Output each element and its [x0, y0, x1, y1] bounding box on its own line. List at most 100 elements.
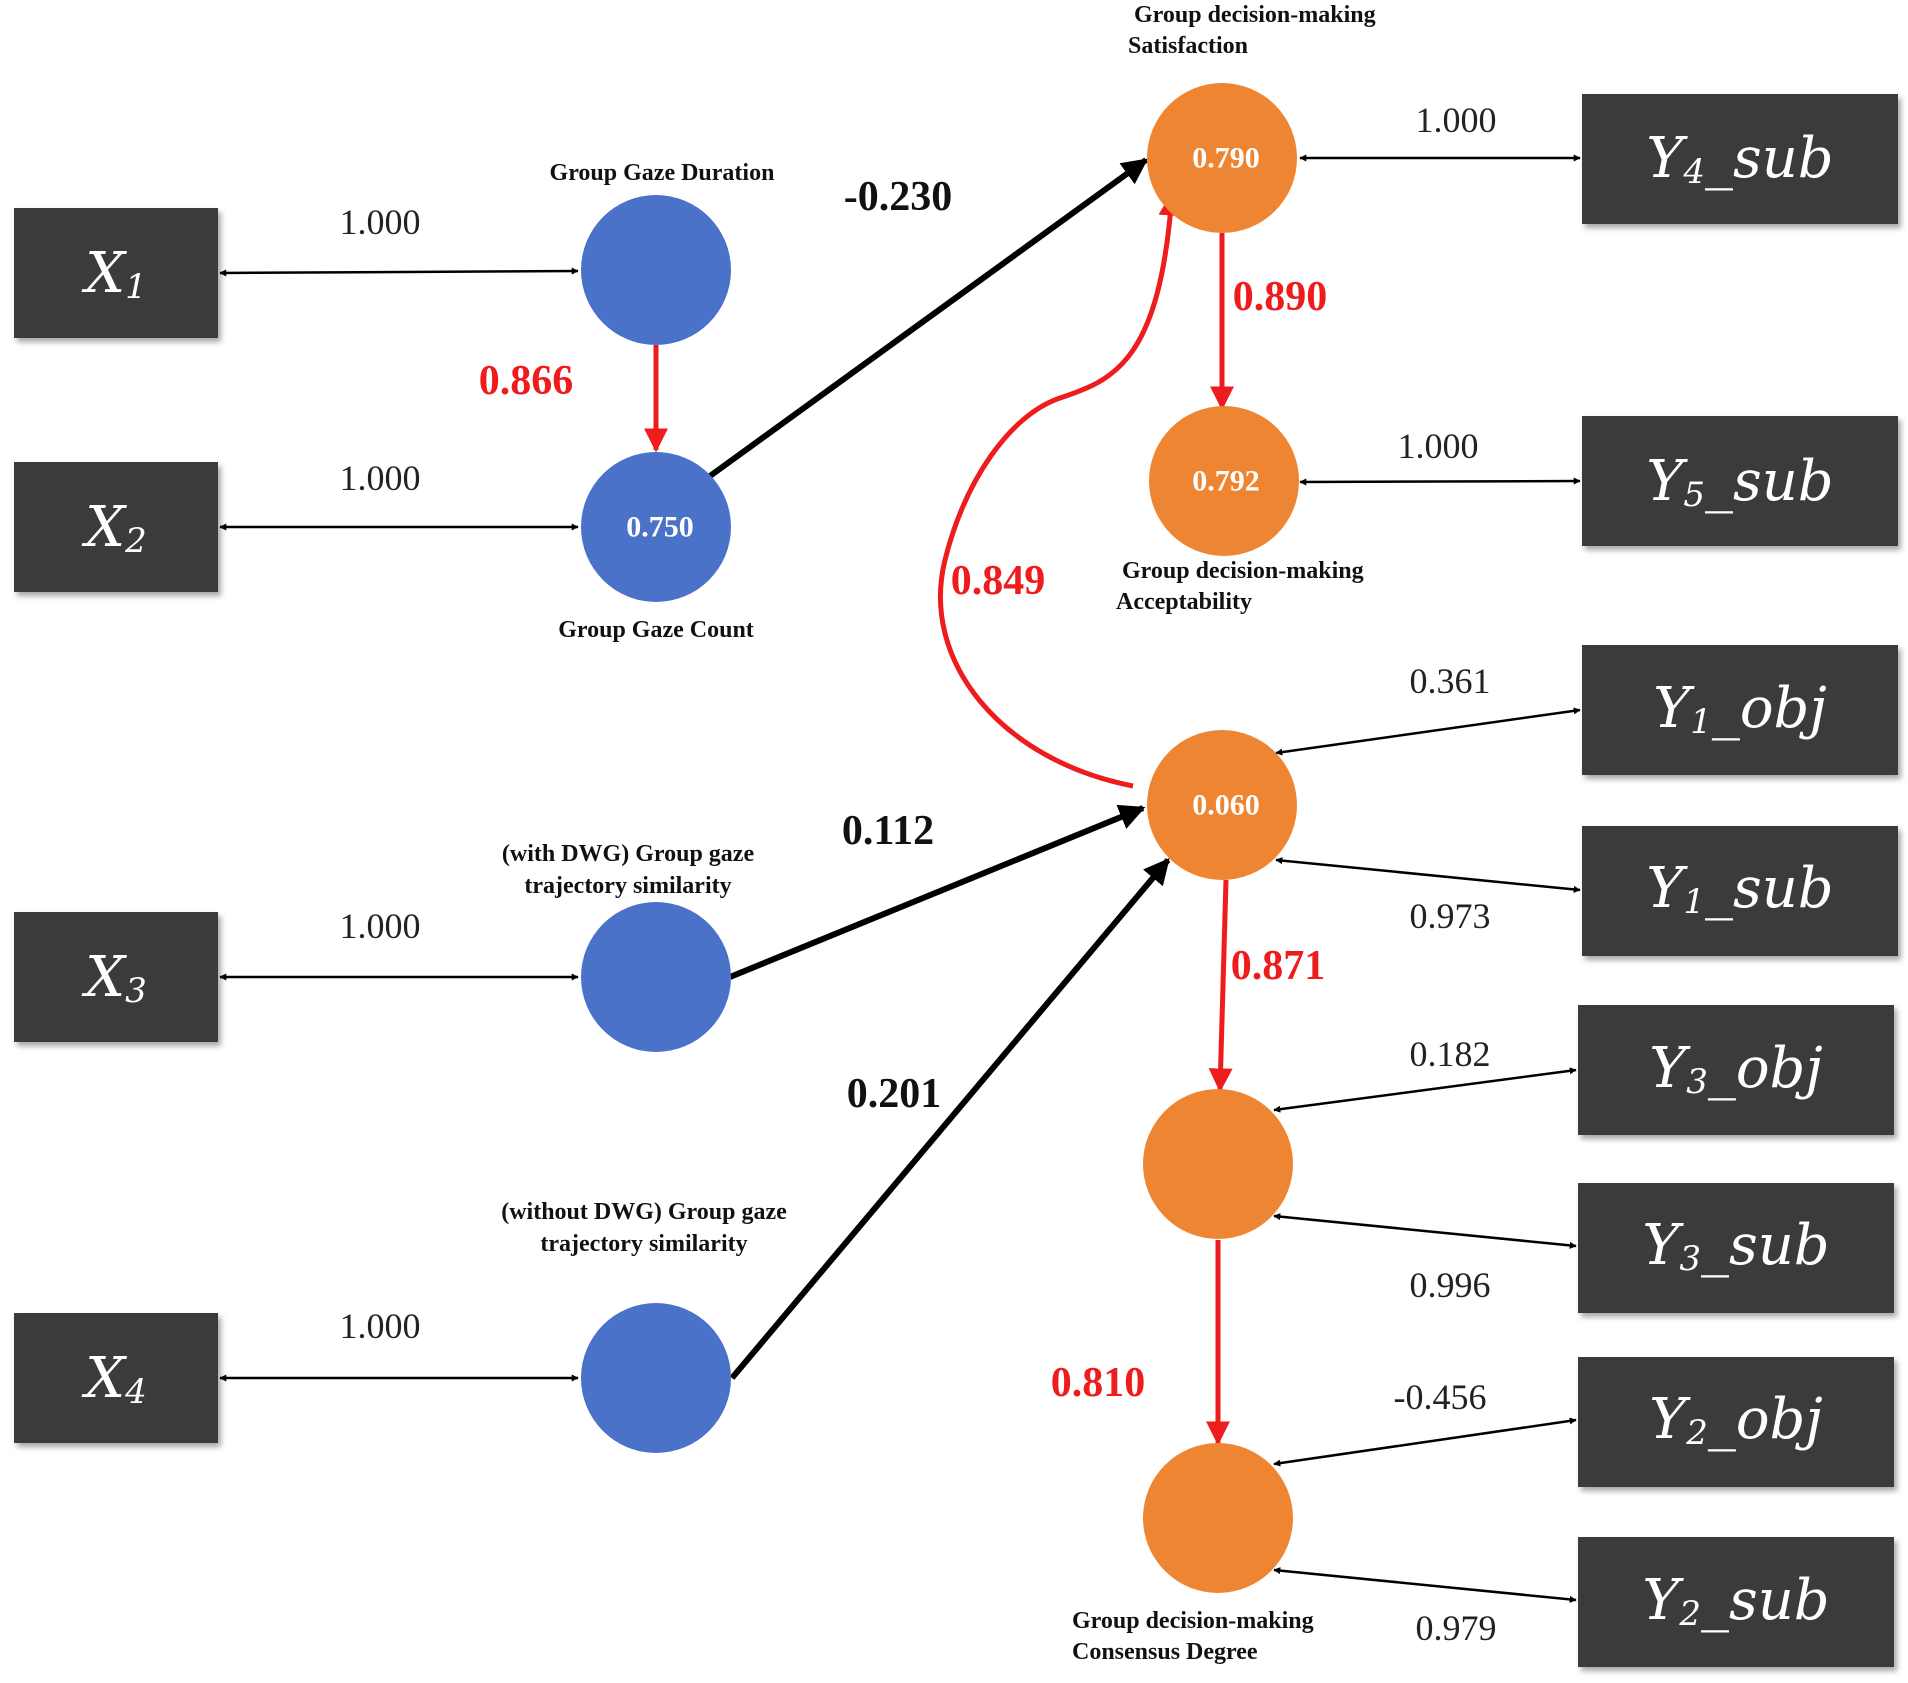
loading-arrow-y2-sub — [1273, 1567, 1577, 1603]
observed-box-y2-obj-suffix: _obj — [1708, 1387, 1823, 1452]
caption-traj-without-dwg-line2: trajectory similarity — [540, 1231, 747, 1257]
observed-box-y2-sub-base: Y — [1642, 1568, 1684, 1633]
svg-text:Y1_obj: Y1_obj — [1653, 676, 1827, 743]
caption-traj-with-dwg-line2: trajectory similarity — [524, 873, 731, 899]
loading-arrow-y3-sub — [1273, 1213, 1577, 1249]
loading-x2: 1.000 — [340, 458, 421, 498]
observed-box-x2-base: X — [81, 495, 127, 560]
observed-box-y4-sub-suffix: _sub — [1705, 126, 1834, 191]
observed-box-x4-sub: 4 — [124, 1372, 147, 1412]
latent-satisfaction: 0.790 — [1147, 83, 1297, 233]
svg-text:X3: X3 — [81, 945, 147, 1012]
svg-text:Y3_sub: Y3_sub — [1642, 1213, 1829, 1280]
observed-box-y4-sub-base: Y — [1646, 126, 1688, 191]
coef-middle-to-consensus: 0.810 — [1051, 1360, 1146, 1406]
caption-traj-without-dwg-line1: (without DWG) Group gaze — [501, 1199, 787, 1225]
coef-satisfaction-to-acceptability: 0.890 — [1233, 274, 1328, 320]
loading-arrow-y5-sub — [1299, 477, 1581, 486]
coef-duration-to-count: 0.866 — [479, 358, 574, 404]
observed-box-y2-sub-suffix: _sub — [1701, 1568, 1830, 1633]
latent-acceptability-value: 0.792 — [1192, 465, 1260, 498]
caption-acceptability-line2: Acceptability — [1116, 589, 1252, 615]
latent-consensus — [1143, 1443, 1293, 1593]
observed-box-y1-sub-suffix: _sub — [1705, 856, 1834, 921]
observed-box-x2-sub: 2 — [124, 521, 147, 561]
latent-satisfaction-value: 0.790 — [1192, 142, 1260, 175]
loading-y3-obj: 0.182 — [1410, 1034, 1491, 1074]
observed-box-x3-base: X — [81, 945, 127, 1010]
observed-box-y1-sub-sub: 1 — [1683, 882, 1705, 922]
observed-box-y3-obj-suffix: _obj — [1708, 1036, 1823, 1101]
svg-text:X2: X2 — [81, 495, 147, 562]
loading-y1-sub: 0.973 — [1410, 896, 1491, 936]
observed-box-y1-sub-base: Y — [1646, 856, 1688, 921]
loading-y5-sub: 1.000 — [1398, 426, 1479, 466]
coef-count-to-satisfaction: -0.230 — [844, 174, 953, 220]
svg-text:Y2_obj: Y2_obj — [1649, 1387, 1823, 1454]
svg-text:X4: X4 — [81, 1346, 147, 1413]
observed-box-y1-obj-sub: 1 — [1690, 702, 1712, 742]
coef-central-to-satisfaction: 0.849 — [951, 558, 1046, 604]
caption-satisfaction-line1: Group decision-making — [1134, 2, 1376, 28]
caption-traj-with-dwg-line1: (with DWG) Group gaze — [502, 841, 755, 867]
observed-box-y3-obj-sub: 3 — [1686, 1062, 1708, 1102]
observed-box-y1-obj-suffix: _obj — [1712, 676, 1827, 741]
latent-gaze-count-value: 0.750 — [626, 511, 694, 544]
path-arrow-central-to-satisfaction — [938, 191, 1183, 789]
path-arrow-count-to-satisfaction — [708, 157, 1149, 479]
observed-box-y3-sub: Y3_sub — [1578, 1183, 1894, 1313]
observed-box-x4-base: X — [81, 1346, 127, 1411]
latent-traj-with-dwg — [581, 902, 731, 1052]
caption-gaze-duration: Group Gaze Duration — [550, 160, 775, 186]
loading-arrow-x1 — [219, 267, 579, 277]
latent-central-value: 0.060 — [1192, 789, 1260, 822]
observed-box-y3-sub-sub: 3 — [1679, 1239, 1701, 1279]
loading-y4-sub: 1.000 — [1416, 100, 1497, 140]
loading-arrow-y3-obj — [1273, 1067, 1577, 1113]
loading-x4: 1.000 — [340, 1306, 421, 1346]
observed-box-y2-sub: Y2_sub — [1578, 1537, 1894, 1667]
svg-text:Y2_sub: Y2_sub — [1642, 1568, 1829, 1635]
observed-box-y2-sub-sub: 2 — [1678, 1594, 1701, 1634]
loading-arrow-y2-obj — [1273, 1417, 1577, 1467]
caption-gaze-count: Group Gaze Count — [558, 617, 754, 643]
observed-box-y2-obj-sub: 2 — [1685, 1413, 1708, 1453]
observed-box-x1-base: X — [81, 241, 127, 306]
observed-box-y5-sub-sub: 5 — [1683, 475, 1705, 515]
observed-box-y5-sub-suffix: _sub — [1705, 449, 1834, 514]
loading-x3: 1.000 — [340, 906, 421, 946]
observed-box-x1: X1 — [14, 208, 218, 338]
loading-y1-obj: 0.361 — [1410, 661, 1491, 701]
observed-box-y1-obj-base: Y — [1653, 676, 1695, 741]
observed-box-y5-sub-base: Y — [1646, 449, 1688, 514]
latent-gaze-count: 0.750 — [581, 452, 731, 602]
svg-text:Y5_sub: Y5_sub — [1646, 449, 1833, 516]
observed-box-x3-sub: 3 — [125, 971, 147, 1011]
loading-y2-sub: 0.979 — [1416, 1608, 1497, 1648]
svg-text:Y1_sub: Y1_sub — [1646, 856, 1833, 923]
coef-with-dwg-to-central: 0.112 — [842, 808, 934, 854]
coef-without-dwg-to-central: 0.201 — [847, 1071, 942, 1117]
observed-box-y1-obj: Y1_obj — [1582, 645, 1898, 775]
svg-text:X1: X1 — [81, 241, 147, 308]
coef-central-to-middle: 0.871 — [1231, 943, 1326, 989]
observed-box-y4-sub-sub: 4 — [1682, 152, 1705, 192]
loading-y2-obj: -0.456 — [1394, 1377, 1487, 1417]
observed-box-y1-sub: Y1_sub — [1582, 826, 1898, 956]
caption-acceptability-line1: Group decision-making — [1122, 558, 1364, 584]
observed-box-y3-obj-base: Y — [1649, 1036, 1691, 1101]
observed-box-y3-obj: Y3_obj — [1578, 1005, 1894, 1135]
observed-box-x3: X3 — [14, 912, 218, 1042]
path-arrow-central-to-middle — [1208, 879, 1233, 1093]
observed-box-x1-sub: 1 — [125, 267, 147, 307]
observed-box-y3-sub-suffix: _sub — [1701, 1213, 1830, 1278]
caption-satisfaction-line2: Satisfaction — [1128, 33, 1248, 59]
observed-box-y3-sub-base: Y — [1642, 1213, 1684, 1278]
loading-arrow-y1-obj — [1275, 707, 1581, 756]
path-arrow-without-dwg-to-central — [729, 858, 1171, 1380]
observed-box-x4: X4 — [14, 1313, 218, 1443]
latent-middle — [1143, 1089, 1293, 1239]
observed-box-y2-obj: Y2_obj — [1578, 1357, 1894, 1487]
loading-x1: 1.000 — [340, 202, 421, 242]
